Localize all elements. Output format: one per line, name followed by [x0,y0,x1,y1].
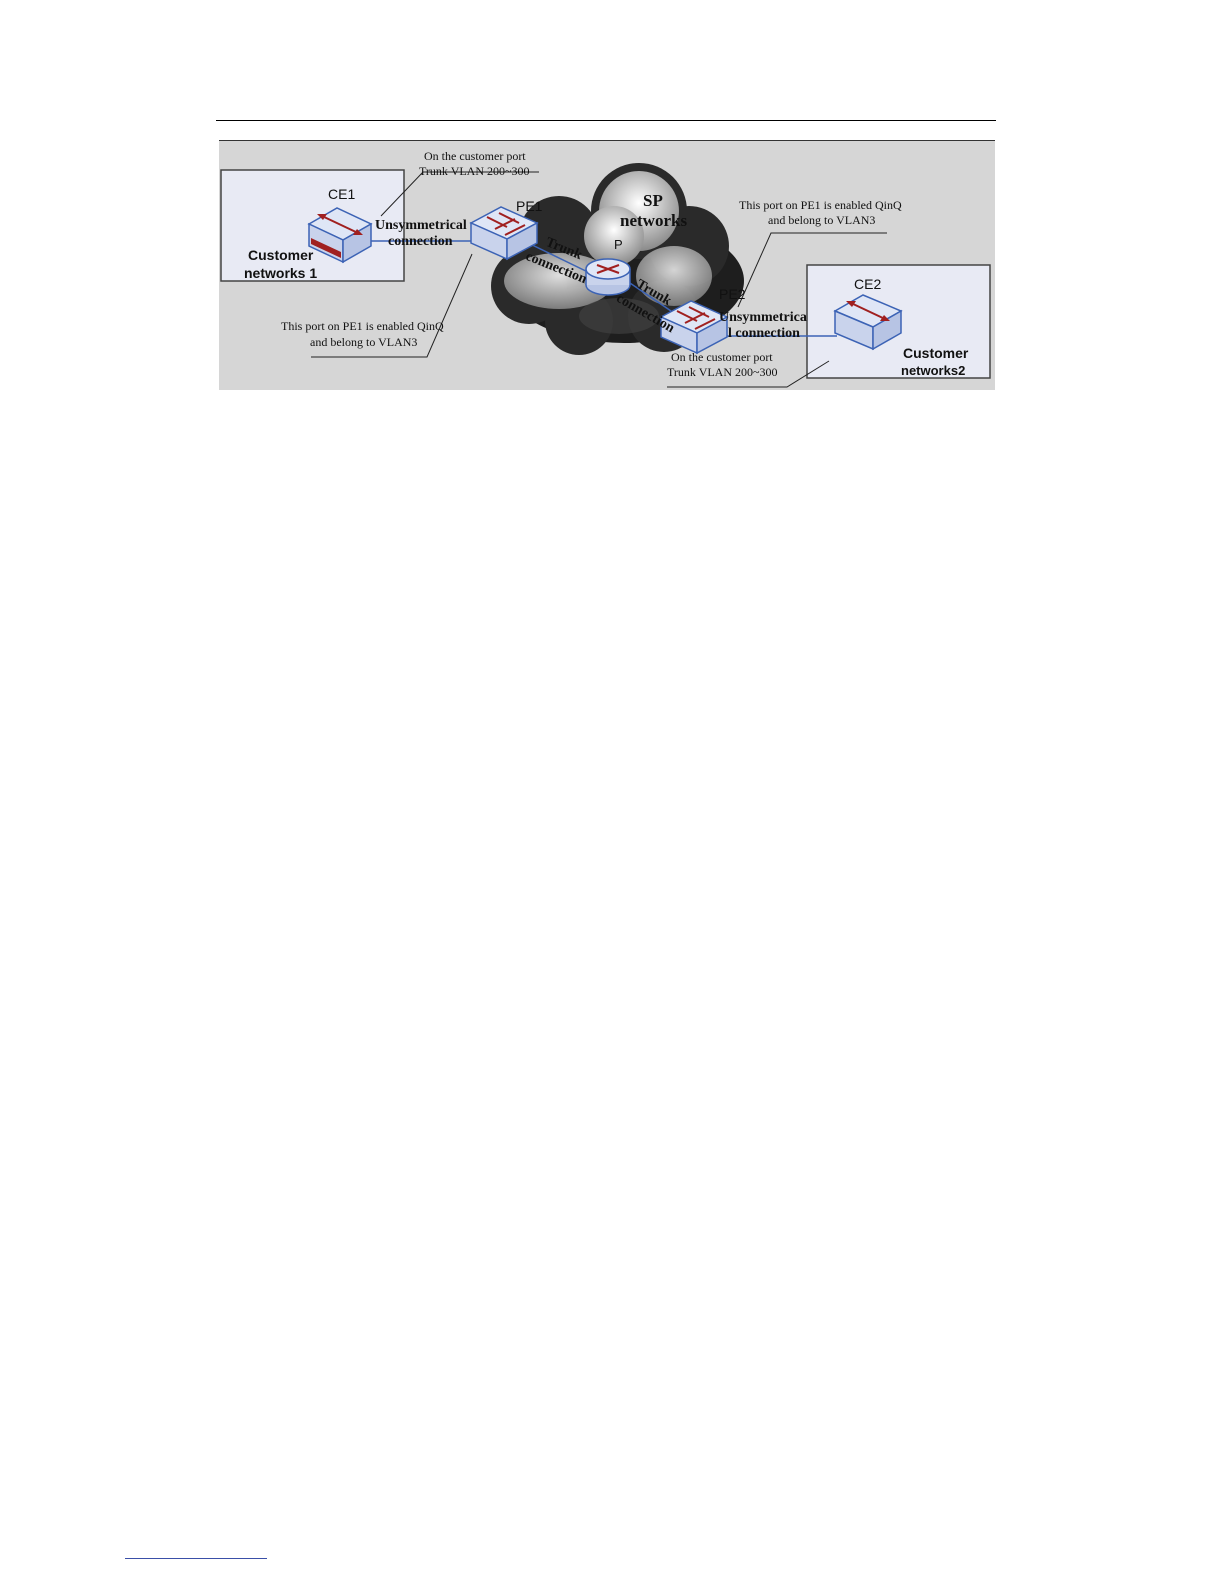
left-unsymmetrical-label-line1: Unsymmetrical [375,218,467,233]
callout-top-left-line1: On the customer port [424,149,526,163]
callout-top-right-line1: This port on PE1 is enabled QinQ [739,198,902,212]
pe2-switch-icon [659,300,729,355]
right-unsymmetrical-label-line2: l connection [728,326,800,341]
callout-top-right-line2: and belong to VLAN3 [768,213,876,227]
header-rule [216,120,996,121]
ce1-switch-icon [307,207,373,264]
callout-bottom-right-line1: On the customer port [671,350,773,364]
p-router-icon [585,258,631,296]
ce2-switch-icon [833,294,903,351]
callout-bottom-left-line1: This port on PE1 is enabled QinQ [281,319,444,333]
right-unsymmetrical-label-line1: Unsymmetrica [719,310,807,325]
callout-line-bottom-right [667,360,830,388]
qinq-network-diagram: CE1 Customer networks 1 PE1 P PE2 CE2 Cu… [219,140,995,390]
callout-line-top-right [737,232,887,308]
footnote-rule [125,1558,267,1559]
callout-line-bottom-left [311,253,473,358]
customer-networks-2-label-line1: Customer [903,345,969,361]
ce2-label: CE2 [854,276,882,292]
customer-networks-2-label-line2: networks2 [901,363,966,378]
link-p-pe2 [626,280,672,312]
link-pe1-p [523,240,595,276]
pe2-label: PE2 [719,286,746,302]
callout-bottom-right-line2: Trunk VLAN 200~300 [667,365,778,379]
ce1-label: CE1 [328,186,356,202]
callout-line-top-left [380,171,539,217]
left-unsymmetrical-label-line2: connection [388,234,453,249]
callout-bottom-left-line2: and belong to VLAN3 [310,335,418,349]
pe1-label: PE1 [516,198,543,214]
callout-top-left-line2: Trunk VLAN 200~300 [419,164,530,178]
sp-label-line1: SP [643,191,663,210]
diagram-graphics [220,163,991,388]
sp-label-line2: networks [620,211,688,230]
customer-networks-1-label-line1: Customer [248,247,314,263]
p-label: P [614,237,623,252]
pe1-switch-icon [469,206,539,261]
customer-networks-1-label-line2: networks 1 [244,265,318,281]
